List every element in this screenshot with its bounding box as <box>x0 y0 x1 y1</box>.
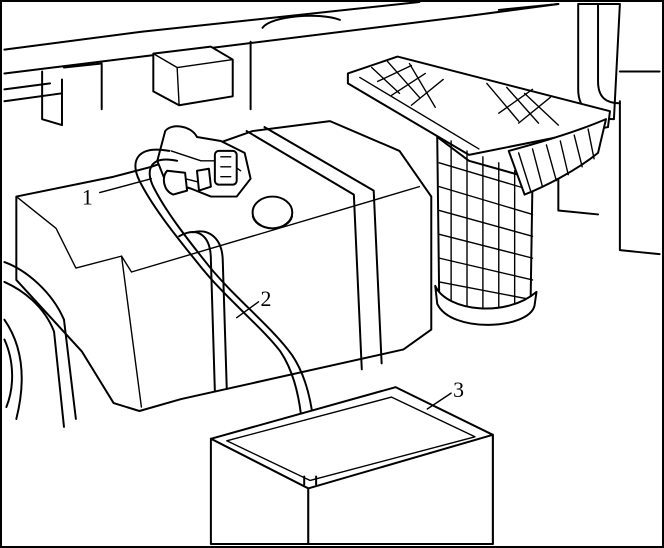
drain-container <box>211 387 493 544</box>
callout-3-label: 3 <box>453 378 464 402</box>
fuel-cap <box>253 197 293 229</box>
callout-1-label: 1 <box>82 186 93 210</box>
leader-line-3 <box>427 393 451 409</box>
callout-2-label: 2 <box>261 287 272 311</box>
